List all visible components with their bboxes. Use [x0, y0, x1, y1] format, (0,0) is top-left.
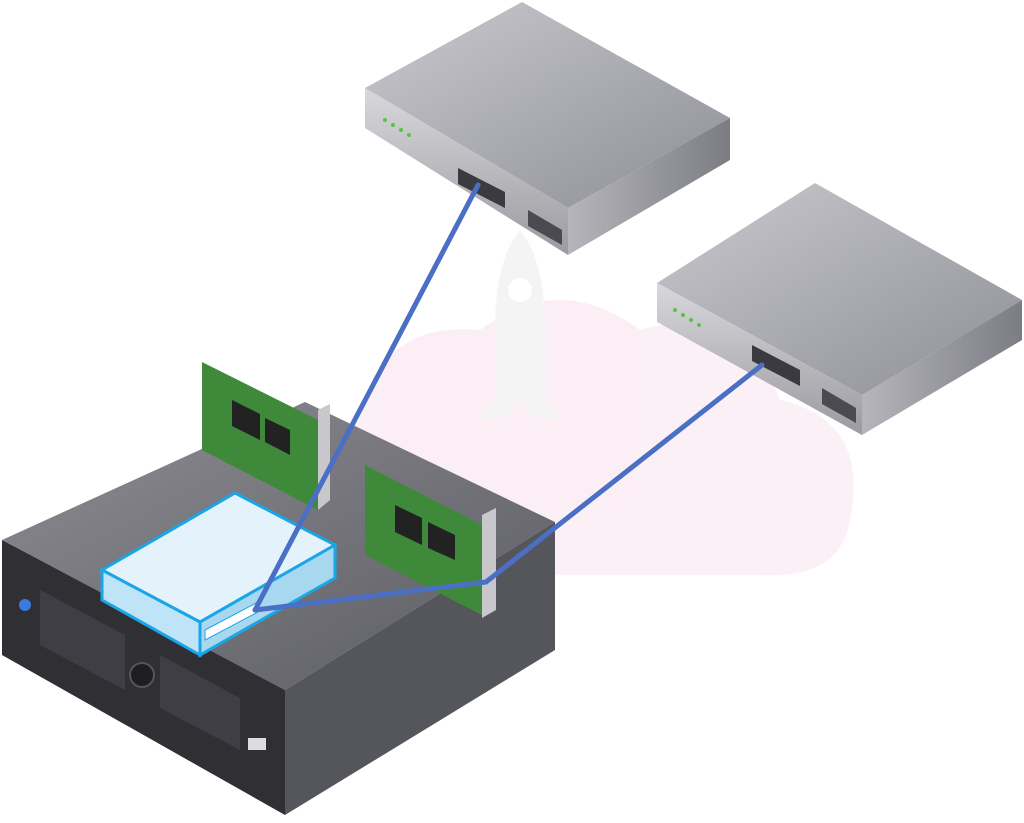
chip-icon [428, 522, 455, 560]
link-nic-right-to-switch-right [483, 362, 765, 585]
chip-icon [232, 400, 260, 440]
network-switch-top[interactable] [365, 2, 730, 255]
network-card-right[interactable] [365, 465, 496, 618]
power-led-icon [19, 599, 31, 611]
network-links [252, 182, 765, 613]
power-button-icon[interactable] [129, 662, 155, 688]
ethernet-ports-icon [752, 345, 800, 386]
ethernet-ports-icon [458, 168, 505, 208]
drive-slot-icon [248, 738, 266, 750]
virtual-switch[interactable] [98, 491, 339, 658]
port-leds-icon [673, 308, 701, 327]
network-card-left[interactable] [202, 362, 330, 510]
bracket-icon [482, 508, 496, 618]
bracket-icon [318, 404, 330, 510]
link-vswitch-to-switch-top [252, 182, 481, 613]
link-vswitch-to-nic-right [252, 579, 489, 613]
ethernet-ports-icon [822, 388, 856, 423]
ethernet-ports-icon [528, 210, 562, 245]
network-switch-right[interactable] [657, 183, 1022, 435]
chip-icon [395, 505, 422, 545]
port-leds-icon [383, 118, 411, 137]
chip-icon [265, 418, 290, 455]
